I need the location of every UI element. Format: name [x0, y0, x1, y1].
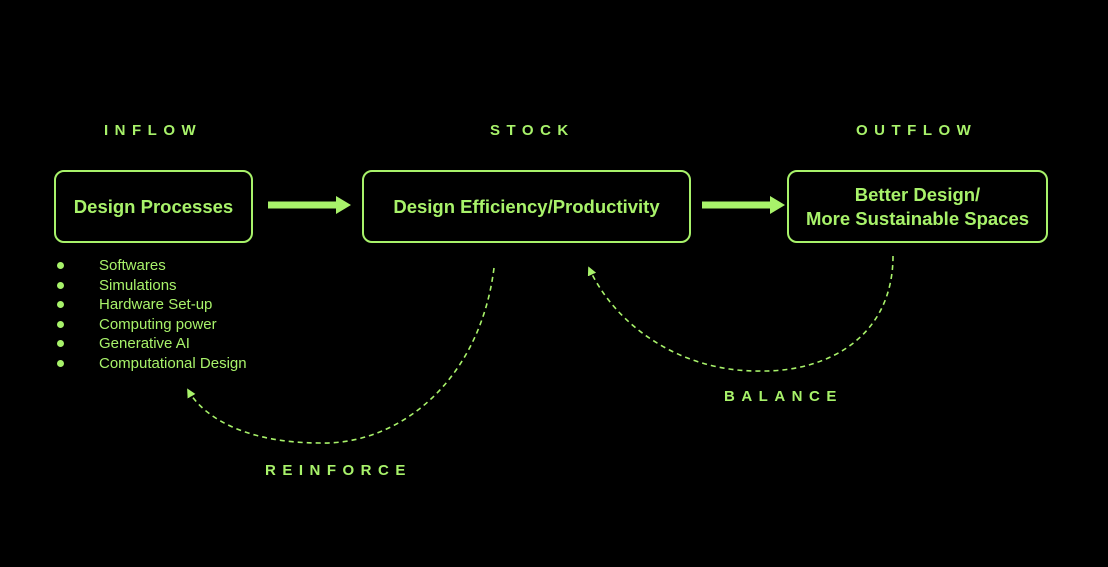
bullet-icon: [57, 359, 64, 367]
balance-label: BALANCE: [724, 388, 843, 405]
stock-to-outflow-arrow: [702, 196, 785, 214]
stock-box-label: Design Efficiency/Productivity: [393, 195, 660, 217]
inflow-to-stock-arrow: [268, 196, 351, 214]
list-item: Computational Design: [56, 354, 247, 374]
outflow-box-label: Better Design/ More Sustainable Spaces: [805, 183, 1030, 229]
balance-loop-arrow: [587, 255, 894, 372]
inflow-box-label: Design Processes: [73, 195, 234, 217]
bullet-icon: [57, 340, 64, 347]
bullet-icon: [57, 262, 64, 269]
outflow-header: OUTFLOW: [856, 122, 978, 139]
reinforce-loop-arrow: [187, 267, 495, 444]
list-item: Softwares: [56, 256, 247, 276]
bullet-icon: [57, 320, 64, 328]
bullet-icon: [57, 301, 64, 308]
stock-box: Design Efficiency/Productivity: [362, 170, 691, 243]
inflow-items-list: Softwares Simulations Hardware Set-up Co…: [56, 256, 247, 373]
list-item: Simulations: [56, 276, 247, 296]
outflow-box: Better Design/ More Sustainable Spaces: [787, 170, 1048, 243]
list-item: Hardware Set-up: [56, 295, 247, 315]
list-item: Computing power: [56, 315, 247, 335]
inflow-box: Design Processes: [54, 170, 253, 243]
bullet-icon: [57, 281, 64, 289]
list-item: Generative AI: [56, 334, 247, 354]
stock-header: STOCK: [490, 122, 575, 139]
reinforce-label: REINFORCE: [265, 462, 412, 479]
inflow-header: INFLOW: [104, 122, 203, 139]
